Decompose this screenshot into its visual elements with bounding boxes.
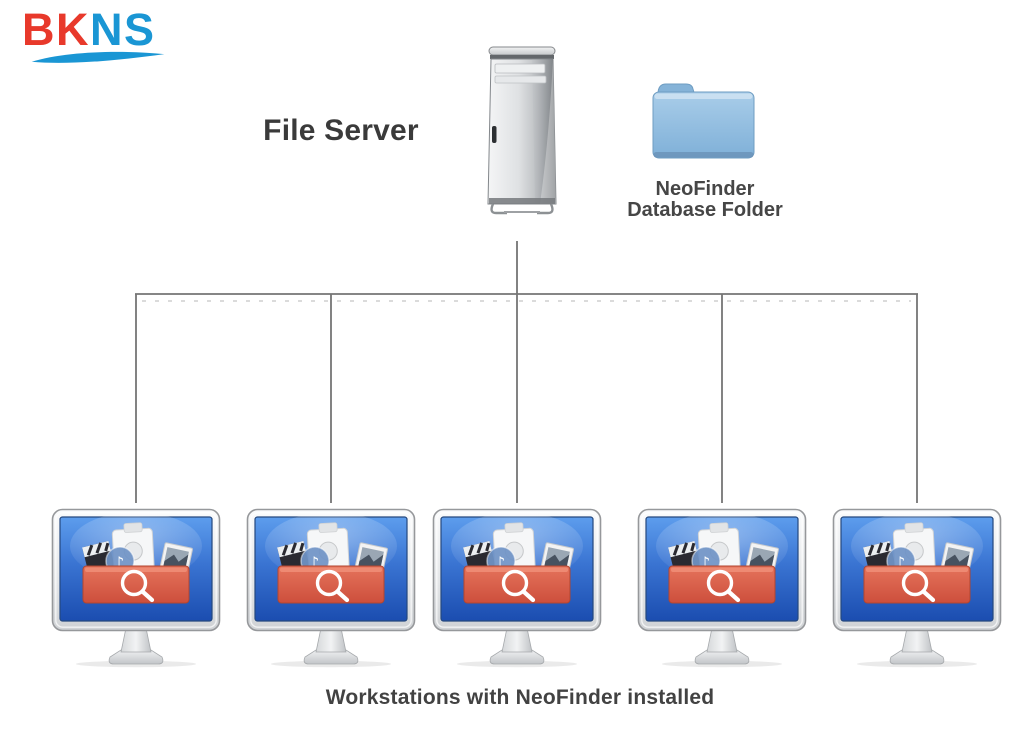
monitor-neck [315,627,347,653]
mac-pro-tower-icon [487,46,557,215]
music-note-icon: ♪ [114,553,124,572]
neofinder-app-icon: ♪ [863,522,974,604]
file-server-label: File Server [263,114,419,147]
monitor-icon: ♪ [51,508,221,668]
monitor-neck [901,627,933,653]
magnifier-icon [315,569,350,603]
neofinder-app-icon: ♪ [463,522,574,604]
folder-label-line2: Database Folder [627,199,783,221]
monitor-base [889,649,945,665]
search-banner [82,565,190,604]
music-note-icon: ♪ [309,553,319,572]
monitor-icon: ♪ [246,508,416,668]
monitor-base [108,649,164,665]
music-note-icon: ♪ [895,553,905,572]
blue-folder-icon [652,83,755,159]
monitor-icon: ♪ [637,508,807,668]
workstation-5: ♪ [832,508,1002,668]
magnifier-icon [706,569,741,603]
monitor-neck [120,627,152,653]
neofinder-app-icon: ♪ [82,522,193,604]
neofinder-app-icon: ♪ [668,522,779,604]
monitor-base [303,649,359,665]
workstations-caption: Workstations with NeoFinder installed [325,686,715,709]
workstation-1: ♪ [51,508,221,668]
monitor-icon: ♪ [432,508,602,668]
folder-label: NeoFinder Database Folder [600,179,810,221]
search-banner [863,565,971,604]
workstation-2: ♪ [246,508,416,668]
search-banner [277,565,385,604]
magnifier-icon [120,569,155,603]
bkns-logo: BKNS [22,7,192,66]
neofinder-app-icon: ♪ [277,522,388,604]
bkns-logo-text: BKNS [22,7,192,52]
workstation-4: ♪ [637,508,807,668]
monitor-base [489,649,545,665]
monitor-neck [706,627,738,653]
folder-label-line1: NeoFinder [655,178,755,200]
music-note-icon: ♪ [495,553,505,572]
magnifier-icon [501,569,536,603]
monitor-neck [501,627,533,653]
monitor-base [694,649,750,665]
workstation-3: ♪ [432,508,602,668]
search-banner [668,565,776,604]
logo-part-blue: NS [90,4,156,55]
logo-part-red: BK [22,4,90,55]
logo-swoosh-icon [31,51,165,63]
search-banner [463,565,571,604]
music-note-icon: ♪ [700,553,710,572]
monitor-icon: ♪ [832,508,1002,668]
magnifier-icon [901,569,936,603]
